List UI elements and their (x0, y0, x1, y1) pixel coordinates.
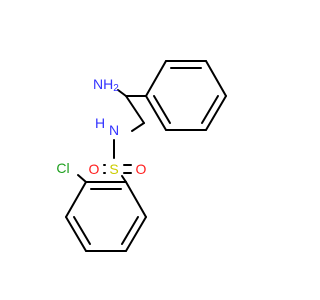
oxygen-right-label: O (136, 161, 147, 177)
chain-bonds (113, 89, 147, 183)
sulfonamide-h-label: H (95, 115, 105, 131)
bond-ch2-n (131, 122, 145, 132)
sulfonamide-n-label: N (109, 122, 119, 138)
amine-label: NH2 (93, 76, 119, 94)
bond-cα-amine (117, 89, 127, 97)
chlorine-label: Cl (56, 160, 69, 176)
bond-cα-ch2 (125, 95, 145, 124)
chlorobenzene-ring (65, 174, 147, 252)
oxygen-left-label: O (89, 161, 100, 177)
bond-ring-cl (77, 174, 87, 183)
sulfonyl-double-bonds (103, 164, 132, 174)
sulfur-label: S (109, 161, 118, 177)
phenyl-ring (145, 60, 227, 131)
molecule-structure: NH2 H N S O O Cl (56, 60, 227, 252)
